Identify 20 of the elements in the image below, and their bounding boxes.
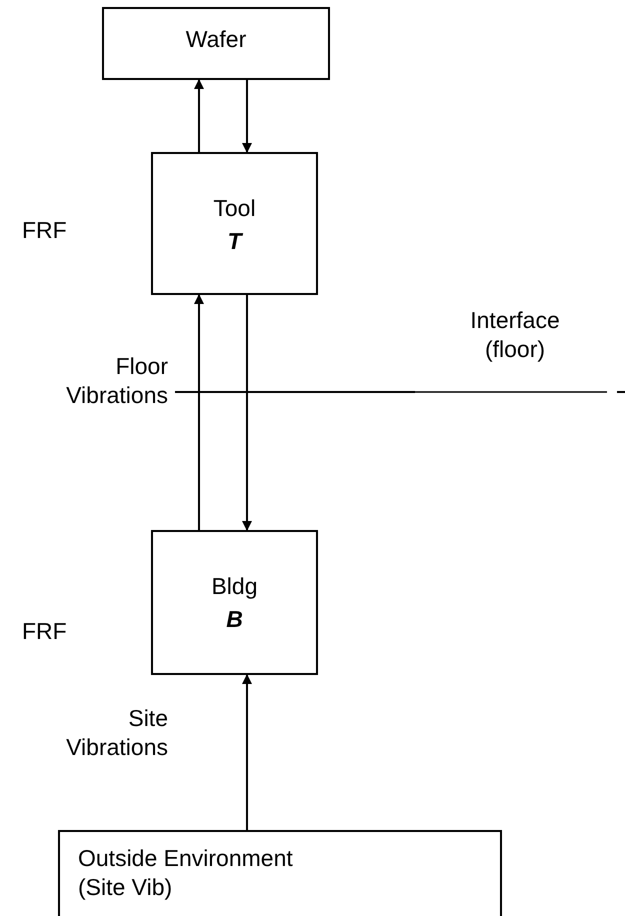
arrow (242, 674, 252, 830)
interface-label: Interface (floor) (469, 306, 561, 364)
arrow (242, 295, 252, 531)
arrow (194, 294, 204, 530)
process-box (102, 7, 330, 80)
arrow (242, 80, 252, 153)
node-symbol: B (225, 604, 244, 634)
side-label: FRF (22, 216, 68, 245)
side-label: FRF (22, 617, 68, 646)
node-title: Tool (212, 194, 257, 223)
node-title: Outside Environment (Site Vib) (78, 844, 294, 902)
node-title: Bldg (210, 572, 259, 601)
arrow (194, 79, 204, 152)
process-box (151, 530, 318, 675)
signal-label: Floor Vibrations (65, 352, 168, 410)
process-box (58, 830, 502, 916)
node-symbol: T (226, 226, 244, 256)
signal-label: Site Vibrations (65, 704, 168, 762)
node-title: Wafer (184, 25, 248, 54)
process-box (151, 152, 318, 295)
